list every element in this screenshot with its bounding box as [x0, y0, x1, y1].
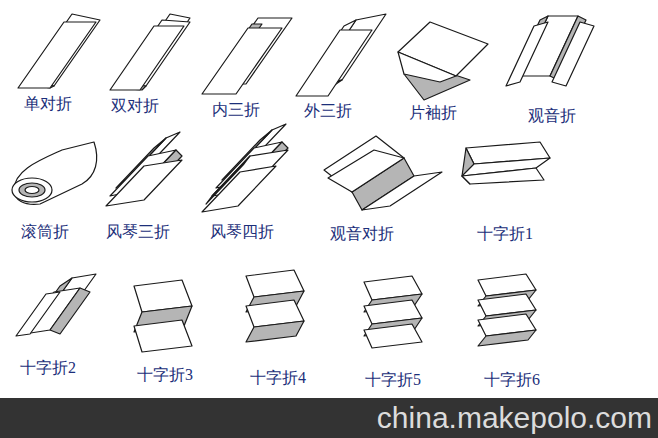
cross-fold-zigzag-figure	[246, 270, 304, 342]
double-gate-fold-figure	[324, 136, 442, 210]
fold-caption: 单对折	[24, 94, 72, 115]
fold-caption: 十字折5	[365, 370, 421, 391]
fold-caption: 风琴四折	[210, 222, 274, 243]
watermark: china.makepolo.com	[377, 401, 652, 435]
sheet-panel	[134, 320, 192, 352]
sheet-panel	[364, 324, 422, 348]
outer-tri-fold-figure	[296, 14, 386, 96]
single-fold-figure	[18, 14, 100, 88]
fold-caption: 外三折	[304, 101, 352, 122]
gate-fold-figure	[506, 16, 594, 86]
cross-fold-zigzag-figure	[134, 280, 192, 352]
fold-caption: 内三折	[212, 100, 260, 121]
roll-fold-figure	[12, 142, 97, 204]
fold-caption: 滚筒折	[21, 222, 69, 243]
fold-caption: 十字折4	[250, 368, 306, 389]
fold-caption: 片袖折	[409, 103, 457, 124]
sheet-panel	[246, 321, 304, 342]
cross-fold-2-figure	[16, 274, 96, 336]
accordion-tri-fold-figure	[106, 132, 182, 206]
fold-caption: 双对折	[111, 96, 159, 117]
fold-caption: 十字折6	[484, 370, 540, 391]
fold-caption: 观音折	[528, 106, 576, 127]
fold-caption: 风琴三折	[106, 222, 170, 243]
inner-tri-fold-figure	[202, 18, 292, 94]
double-fold-figure	[110, 14, 190, 90]
sheet-panel	[478, 330, 536, 346]
fold-caption: 观音对折	[330, 224, 394, 245]
cross-fold-1-figure	[462, 142, 550, 184]
accordion-quad-fold-figure	[202, 124, 288, 212]
sleeve-fold-figure	[398, 22, 488, 100]
fold-caption: 十字折1	[477, 224, 533, 245]
fold-caption: 十字折3	[137, 365, 193, 386]
fold-illustrations	[0, 0, 658, 398]
fold-caption: 十字折2	[20, 358, 76, 379]
cross-fold-zigzag-figure	[478, 274, 536, 346]
cross-fold-zigzag-figure	[364, 276, 422, 348]
